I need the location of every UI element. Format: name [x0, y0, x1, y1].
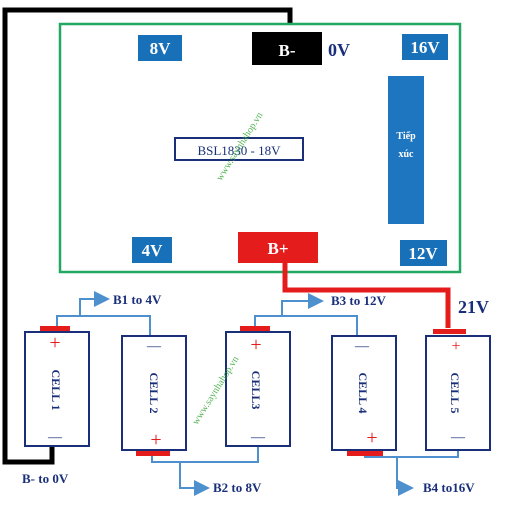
cell-5-bottom-terminal: —	[450, 430, 466, 445]
black-wire-b-minus	[2, 7, 293, 465]
voltage-21v-label: 21V	[458, 297, 489, 317]
svg-text:xúc: xúc	[399, 149, 415, 160]
svg-text:12V: 12V	[408, 244, 438, 263]
cell-1-top-terminal: +	[49, 332, 60, 354]
pad-8v: 8V	[138, 35, 182, 61]
contact-pad: Tiếp xúc	[388, 76, 424, 224]
cell-4-label: CELL 4	[356, 372, 370, 413]
pad-b-plus: B+	[238, 232, 318, 263]
pad-16v: 16V	[402, 34, 448, 60]
cell-5: + — CELL 5	[425, 329, 491, 451]
cell-1-bottom-terminal: —	[47, 430, 63, 445]
chip-label-box: BSL1830 - 18V	[174, 137, 304, 161]
svg-text:4V: 4V	[142, 241, 164, 260]
link-b1	[56, 291, 151, 336]
pad-b-minus: B-	[252, 32, 322, 65]
svg-text:B-: B-	[279, 41, 296, 60]
cell-3-bottom-terminal: —	[250, 430, 266, 445]
cell-3-label: CELL3	[249, 371, 263, 410]
svg-text:Tiếp: Tiếp	[396, 131, 416, 142]
label-b2-to-8v: B2 to 8V	[213, 480, 262, 495]
cell-2: — + CELL 2	[121, 335, 187, 456]
cell-1: + — CELL 1	[24, 326, 90, 447]
link-b3	[254, 293, 358, 336]
red-wire-b-plus	[282, 258, 451, 328]
cell-5-label: CELL 5	[448, 372, 462, 413]
cell-2-top-terminal: —	[146, 339, 162, 354]
zero-volt-label: 0V	[328, 40, 350, 60]
pad-4v: 4V	[132, 237, 172, 263]
svg-text:BSL1830 - 18V: BSL1830 - 18V	[197, 143, 281, 158]
label-b4-to-16v: B4 to16V	[423, 480, 475, 495]
label-b-minus-to-0v: B- to 0V	[22, 471, 69, 486]
cell-4: — + CELL 4	[331, 335, 397, 456]
svg-text:8V: 8V	[150, 39, 172, 58]
cell-2-bottom-terminal: +	[150, 429, 161, 451]
cell-3-top-terminal: +	[250, 334, 261, 356]
cell-5-top-terminal: +	[451, 338, 460, 355]
pad-12v: 12V	[400, 240, 447, 266]
cell-1-label: CELL 1	[49, 369, 63, 410]
cell-2-label: CELL 2	[147, 372, 161, 413]
label-b1-to-4v: B1 to 4V	[113, 292, 162, 307]
label-b3-to-12v: B3 to 12V	[331, 293, 387, 308]
cell-4-bottom-terminal: +	[366, 427, 377, 449]
svg-text:B+: B+	[267, 239, 288, 258]
svg-text:16V: 16V	[410, 38, 440, 57]
cell-4-top-terminal: —	[354, 339, 370, 354]
cell-3: + — CELL3	[225, 326, 291, 447]
